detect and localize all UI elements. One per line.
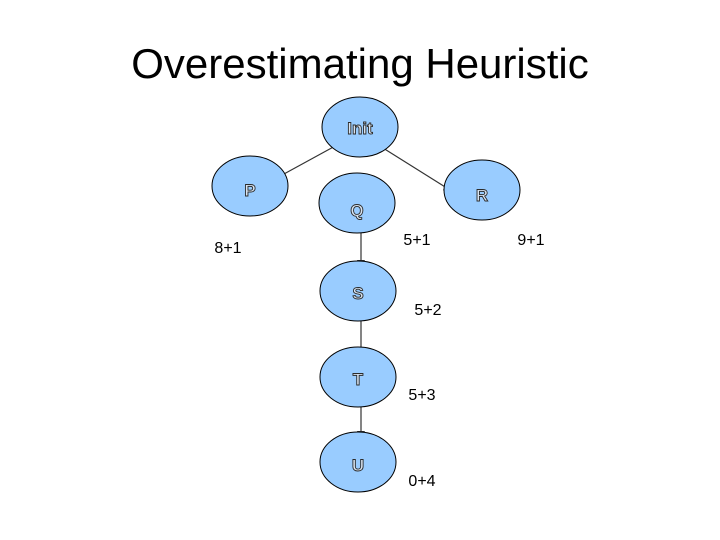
cost-label-q: 5+1 — [403, 232, 430, 249]
node-init-label: Init — [347, 119, 373, 138]
node-init: Init — [321, 96, 399, 158]
cost-label-t: 5+3 — [408, 387, 435, 404]
node-u: U — [319, 431, 397, 493]
node-r: R — [443, 159, 521, 221]
node-q-label: Q — [350, 201, 363, 220]
node-t: T — [319, 346, 397, 408]
node-s: S — [319, 260, 397, 322]
node-p-label: P — [244, 181, 255, 200]
node-s-label: S — [352, 284, 363, 303]
node-p: P — [211, 155, 289, 217]
cost-label-s: 5+2 — [414, 302, 441, 319]
node-q: Q — [318, 172, 396, 234]
node-u-label: U — [352, 456, 364, 475]
cost-label-r: 9+1 — [517, 232, 544, 249]
node-r-label: R — [476, 186, 488, 205]
edge-init-r — [382, 147, 451, 191]
node-t-label: T — [353, 370, 364, 389]
cost-label-u: 0+4 — [408, 473, 435, 490]
cost-label-p: 8+1 — [214, 240, 241, 257]
page-title: Overestimating Heuristic — [131, 40, 589, 87]
